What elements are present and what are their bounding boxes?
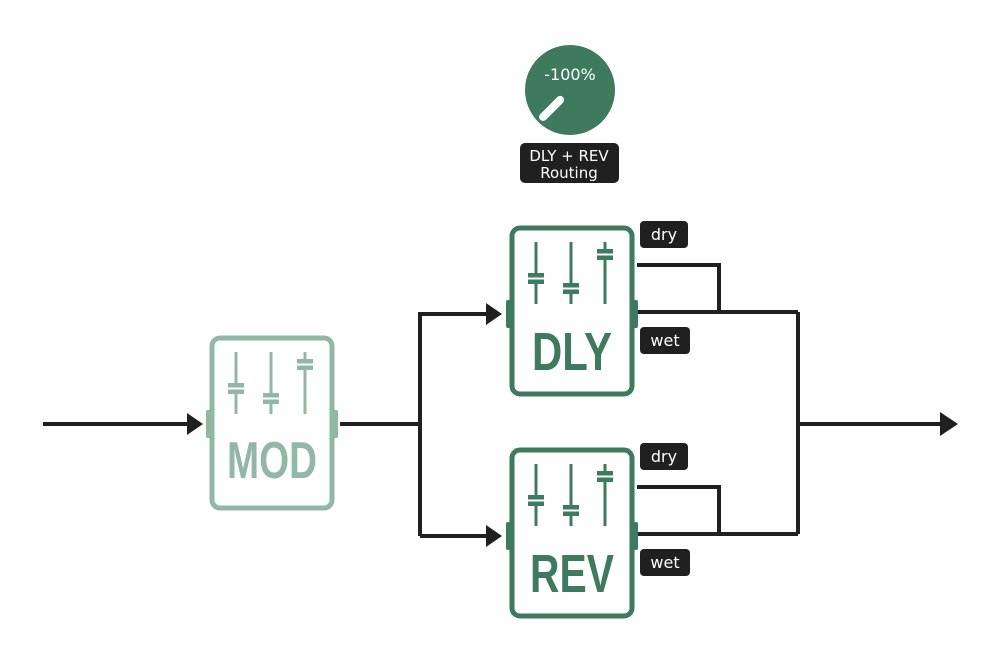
rev-input-arrowhead <box>486 525 502 547</box>
mod-pedal-body <box>209 335 335 511</box>
rev-wet-tag: wet <box>640 549 690 576</box>
dly-dry-tag-bg <box>640 221 688 248</box>
dly-wet-tag-bg <box>640 327 690 354</box>
rev-pedal-body <box>509 447 635 619</box>
rev-dry-wire <box>637 485 721 534</box>
routing-knob-value: -100% <box>544 65 596 84</box>
input-arrowhead <box>187 413 203 435</box>
routing-knob-dial <box>525 45 615 135</box>
mod-pedal-label: MOD <box>227 432 317 490</box>
rev-dry-tag-label: dry <box>651 447 677 466</box>
routing-knob[interactable]: -100% <box>525 45 615 135</box>
dly-wet-tag: wet <box>640 327 690 354</box>
arrowheads <box>187 303 958 547</box>
dly-dry-wire <box>637 263 721 312</box>
dly-dry-tag: dry <box>640 221 688 248</box>
dly-pedal-label: DLY <box>532 322 612 382</box>
dly-pedal-body <box>509 225 635 397</box>
dly-pedal[interactable]: DLY <box>506 225 638 397</box>
routing-caption: DLY + REV Routing <box>520 143 619 183</box>
rev-slider-icon <box>528 464 613 526</box>
output-arrowhead <box>940 412 958 436</box>
routing-caption-line1: DLY + REV <box>529 147 609 165</box>
dly-slider-icon <box>528 242 613 304</box>
rev-wet-tag-label: wet <box>650 553 679 572</box>
rev-dry-tag-bg <box>640 443 688 470</box>
rev-wet-tag-bg <box>640 549 690 576</box>
routing-caption-line2: Routing <box>540 164 598 182</box>
routing-knob-pointer <box>539 95 565 121</box>
dly-dry-tag-label: dry <box>651 225 677 244</box>
routing-caption-bg <box>520 143 619 183</box>
mod-pedal[interactable]: MOD <box>206 335 338 511</box>
dly-input-arrowhead <box>486 303 502 325</box>
dly-wet-tag-label: wet <box>650 331 679 350</box>
rev-dry-tag: dry <box>640 443 688 470</box>
signal-wires <box>43 263 942 538</box>
rev-pedal-label: REV <box>530 544 614 604</box>
rev-pedal[interactable]: REV <box>506 447 638 619</box>
mod-slider-icon <box>228 352 313 414</box>
